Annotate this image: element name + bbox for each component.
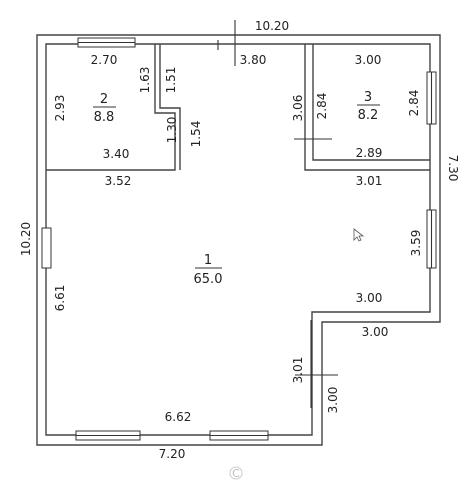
compass-label: С	[232, 467, 240, 480]
dim-room2-top: 2.70	[91, 53, 118, 67]
dim-top-right-seg: 3.80	[240, 53, 267, 67]
dim-room3-bottom: 2.89	[356, 146, 383, 160]
dim-room3-top: 3.00	[355, 53, 382, 67]
room-3-area: 8.2	[358, 108, 379, 123]
dim-right-total: 7.30	[446, 155, 460, 182]
dim-room3-right: 2.84	[407, 90, 421, 117]
dim-bottom-inner: 6.62	[165, 410, 192, 424]
compass-icon: С	[229, 466, 243, 480]
room-labels: 1 65.0 2 8.8 3 8.2	[93, 90, 380, 287]
dim-bottom-total: 7.20	[159, 447, 186, 461]
dim-room2-right-upper: 1.63	[138, 67, 152, 94]
dim-corridor-upper: 1.51	[164, 67, 178, 94]
room-1-number: 1	[204, 253, 212, 268]
dim-notch-outer: 3.00	[326, 387, 340, 414]
interior-walls	[46, 44, 430, 171]
room-3-number: 3	[364, 90, 372, 105]
dimension-labels-vertical: 2.93 1.63 1.51 1.30 1.54 3.06 2.84 2.84 …	[19, 67, 460, 414]
dim-room2-left: 2.93	[53, 95, 67, 122]
room-1-area: 65.0	[194, 272, 223, 287]
dim-room2-bottom: 3.40	[103, 147, 130, 161]
dim-step-outer: 3.00	[362, 325, 389, 339]
dim-notch-inner: 3.01	[291, 357, 305, 384]
window-room1-left	[41, 227, 52, 269]
dim-left-inner: 6.61	[53, 285, 67, 312]
room-2-number: 2	[100, 92, 108, 107]
dim-right-lower: 3.59	[409, 230, 423, 257]
dim-room2-notch: 1.30	[165, 117, 179, 144]
dim-room2-wall-below: 3.52	[105, 174, 132, 188]
dim-top-total: 10.20	[255, 19, 289, 33]
dim-corridor-lower: 1.54	[189, 121, 203, 148]
outer-wall	[36, 34, 441, 446]
dim-left-total: 10.20	[19, 222, 33, 256]
windows	[41, 37, 437, 441]
dimension-labels-horizontal: 10.20 3.80 2.70 3.40 3.52 3.00 2.89 3.01…	[91, 19, 389, 461]
dim-room3-left-b: 2.84	[315, 93, 329, 120]
dim-room3-left-a: 3.06	[291, 95, 305, 122]
dim-step-inner: 3.00	[356, 291, 383, 305]
room-2-area: 8.8	[94, 110, 115, 125]
dimension-ticks	[217, 20, 338, 408]
mouse-cursor-icon	[353, 228, 365, 242]
dim-room3-wall-below: 3.01	[356, 174, 383, 188]
